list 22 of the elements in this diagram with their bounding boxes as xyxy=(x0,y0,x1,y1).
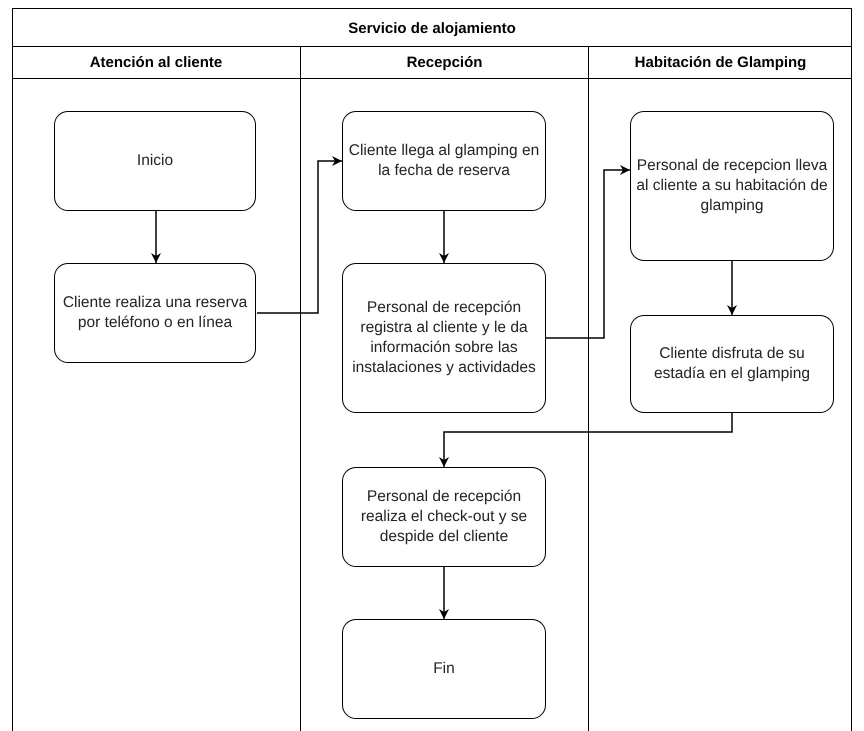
arrow xyxy=(439,211,449,263)
lane-header: Habitación de Glamping xyxy=(589,47,852,79)
process-box: Cliente llega al glamping en la fecha de reserva xyxy=(342,111,546,211)
process-box: Fin xyxy=(342,619,546,719)
process-box: Personal de recepción registra al cliente y le da información sobre las instalaciones y actividades xyxy=(342,263,546,413)
arrow xyxy=(546,165,630,339)
lane-header: Recepción xyxy=(301,47,588,79)
pool-title: Servicio de alojamiento xyxy=(347,18,517,38)
arrow xyxy=(257,156,342,314)
swimlane xyxy=(300,46,588,731)
process-box: Personal de recepcion lleva al cliente a su habitación de glamping xyxy=(630,111,834,261)
arrow xyxy=(727,261,737,315)
process-box: Cliente realiza una reserva por teléfono o en línea xyxy=(54,263,256,363)
process-box: Inicio xyxy=(54,111,256,211)
arrow xyxy=(439,413,733,467)
arrow xyxy=(151,211,161,263)
swimlane-pool xyxy=(12,8,852,731)
arrow xyxy=(439,567,449,619)
process-box: Personal de recepción realiza el check-out y se despide del cliente xyxy=(342,467,546,567)
lane-header: Atención al cliente xyxy=(12,47,300,79)
process-box: Cliente disfruta de su estadía en el glamping xyxy=(630,315,834,413)
swimlane xyxy=(588,46,852,731)
